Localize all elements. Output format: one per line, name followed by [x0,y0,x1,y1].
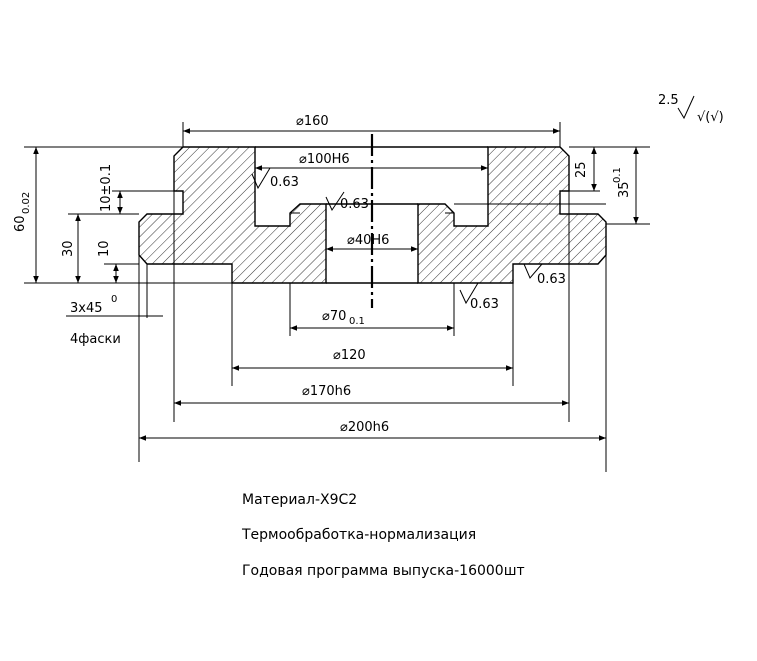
chamfer-deg: 0 [111,294,117,305]
svg-text:0.63: 0.63 [340,197,369,212]
dim-text-120: ⌀120 [333,348,366,363]
dim-text-35: 35 [617,181,632,198]
dim-tol-70: 0.1 [349,316,365,327]
dim-text-30: 30 [61,240,76,257]
dim-tol-35: 0.1 [612,167,623,183]
dim-text-160: ⌀160 [296,114,329,129]
dim-text-10b: 10 [97,240,112,257]
note-production: Годовая программа выпуска-16000шт [242,563,525,579]
dim-text-40: ⌀40H6 [347,233,389,248]
dim-text-60: 60 [13,215,28,232]
note-material: Материал-Х9С2 [242,492,357,508]
chamfer-count: 4фаски [70,332,121,347]
roughness-mark-3: 0.63 [459,282,499,312]
dim-tol-60: 0.02 [21,192,32,214]
surface-finish-value: 2.5 [658,93,679,108]
roughness-mark-1: 0.63 [251,167,300,190]
dim-text-25: 25 [574,161,589,178]
svg-text:0.63: 0.63 [470,297,499,312]
note-heat-treatment: Термообработка-нормализация [241,527,476,543]
surface-finish-symbol: 2.5 √(√) [658,93,724,125]
chamfer-text: 3x45 [70,301,103,316]
check-icon [677,95,695,120]
dim-text-170: ⌀170h6 [302,384,351,399]
dim-text-200: ⌀200h6 [340,420,389,435]
surface-finish-bracket: √(√) [697,110,724,125]
svg-text:0.63: 0.63 [537,272,566,287]
roughness-mark-2: 0.63 [325,191,369,212]
dim-text-10a: 10±0.1 [99,164,114,212]
roughness-mark-4: 0.63 [523,263,566,287]
svg-text:0.63: 0.63 [270,175,299,190]
dim-text-100: ⌀100H6 [299,152,350,167]
dim-text-70: ⌀70 [322,309,346,324]
part-section-left [138,146,327,284]
